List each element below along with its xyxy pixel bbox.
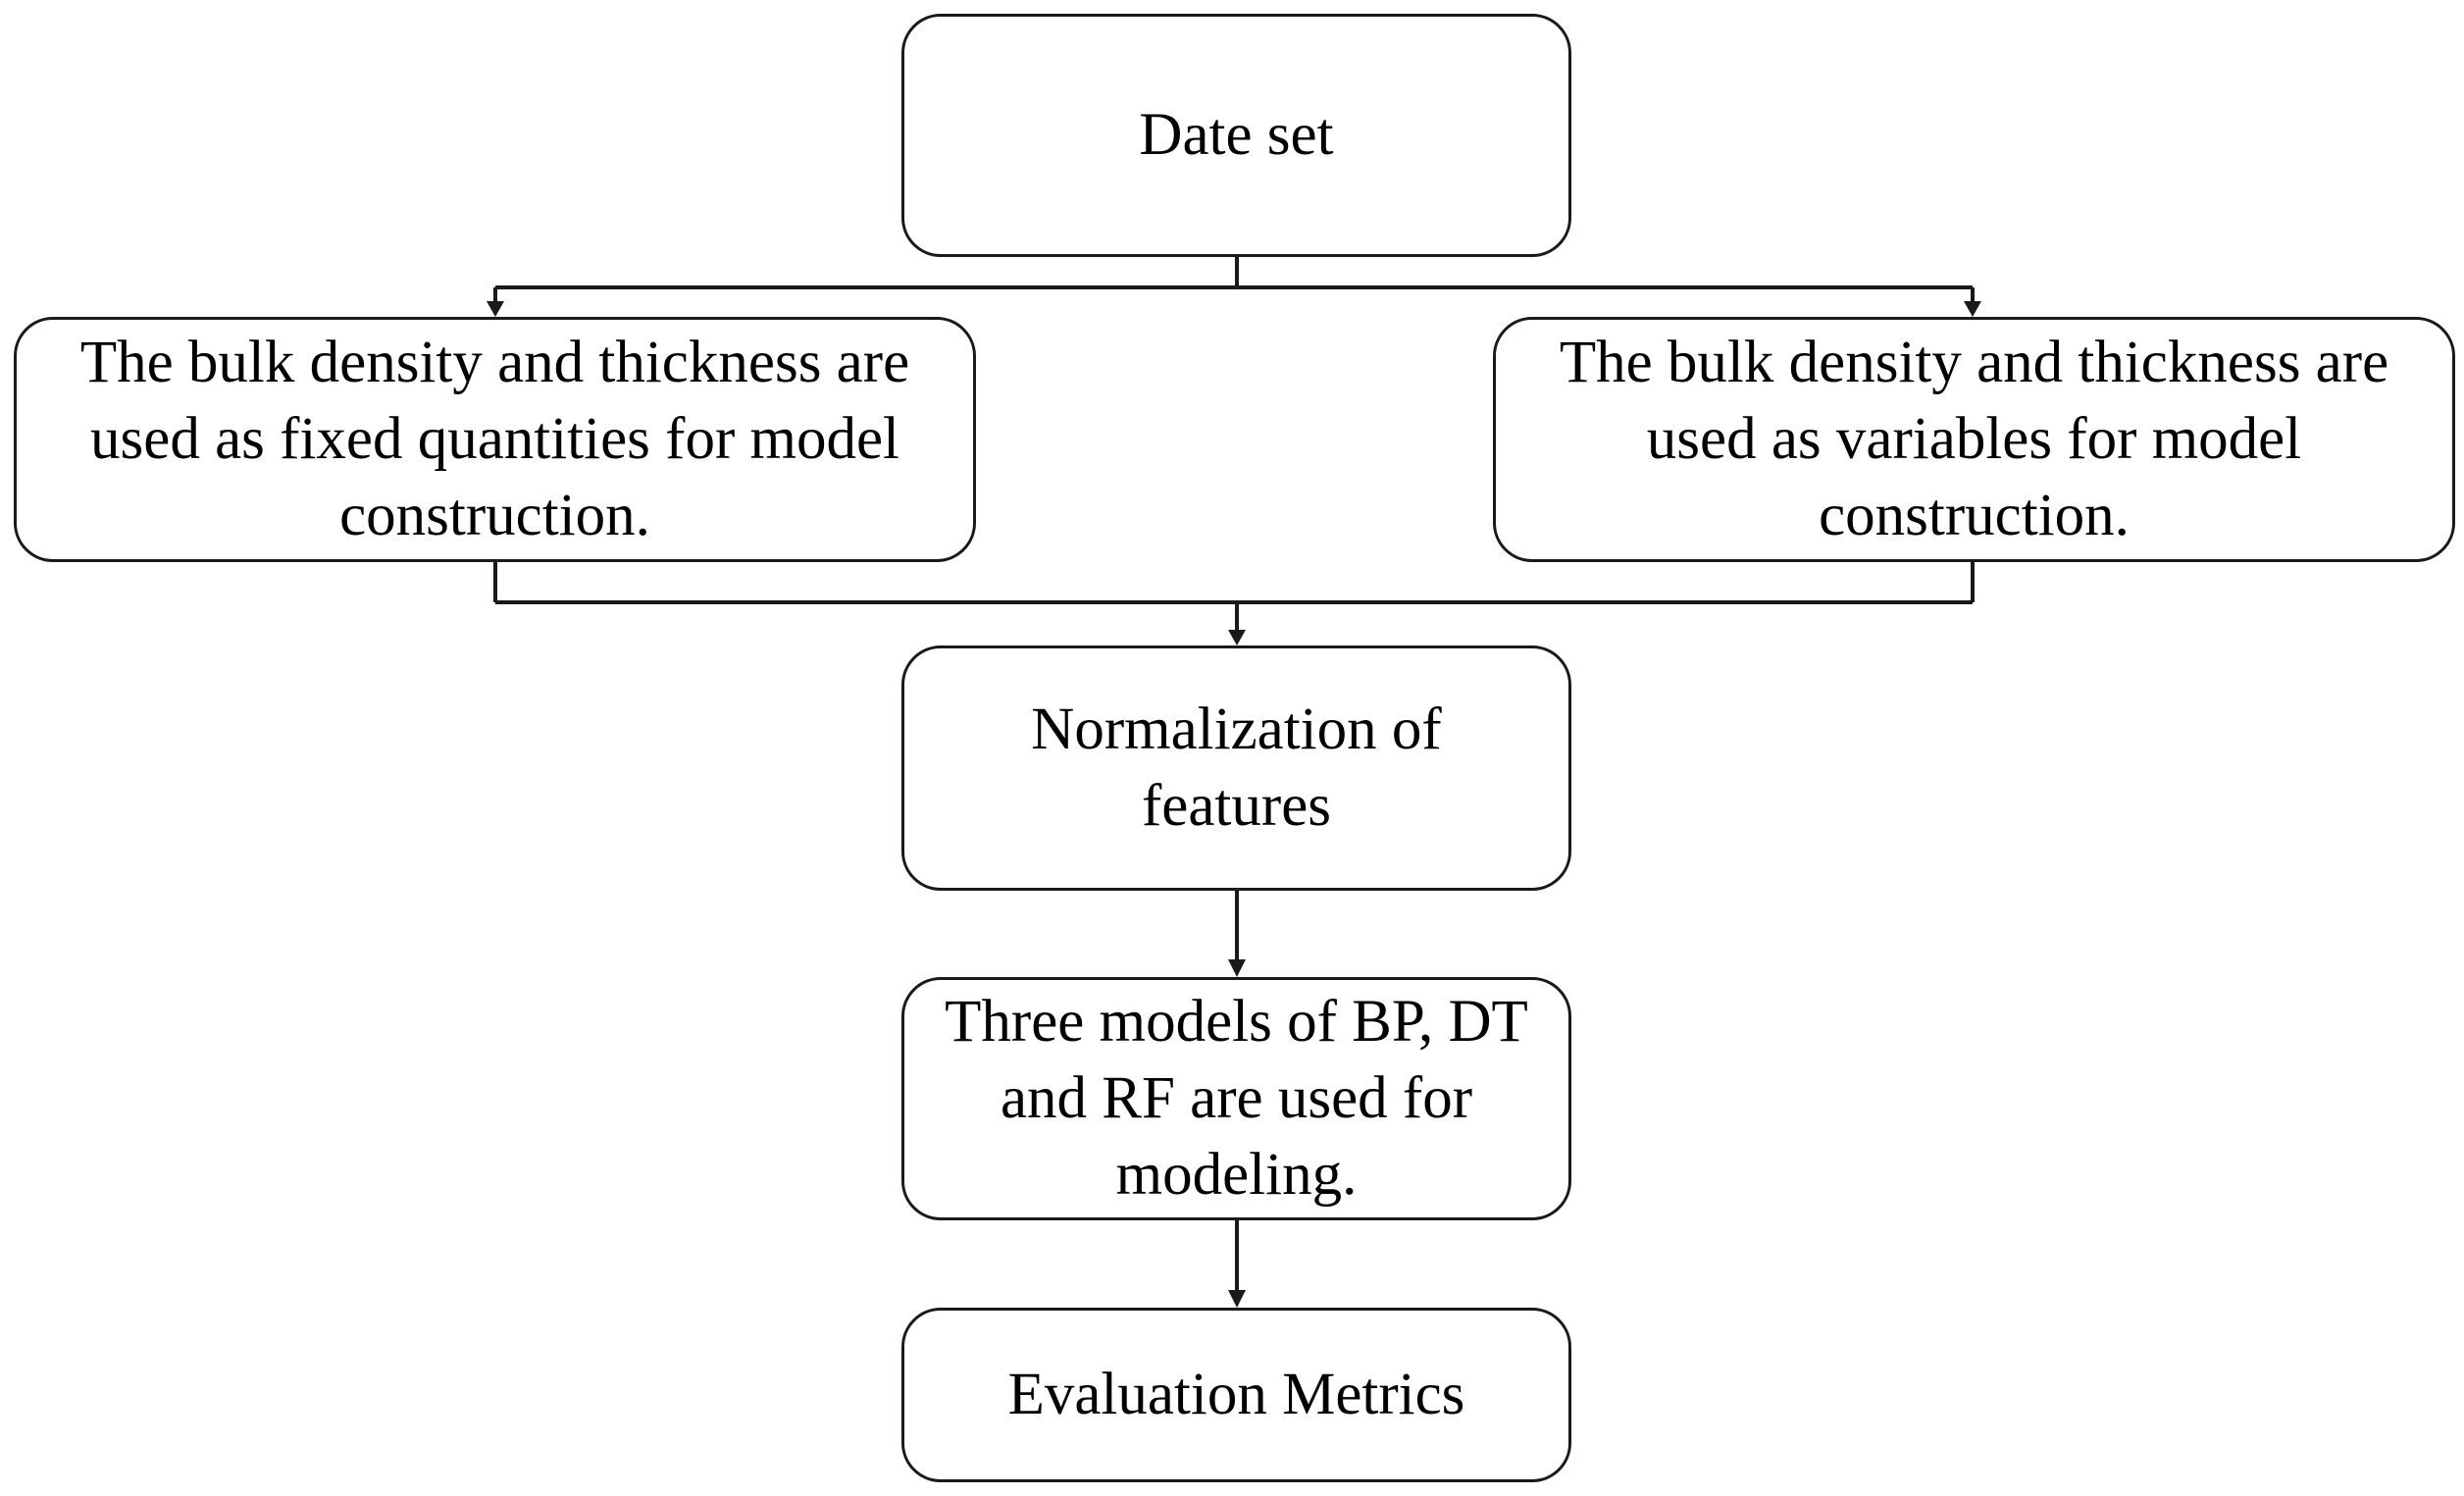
node-normalization-label: Normalization of features — [1031, 696, 1442, 839]
node-models-label: Three models of BP, DT and RF are used f… — [945, 989, 1528, 1208]
node-variables-label: The bulk density and thickness are used … — [1559, 330, 2389, 548]
node-fixed-quantities: The bulk density and thickness are used … — [14, 317, 976, 562]
arrowhead-normalization — [1228, 630, 1246, 645]
arrowhead-fixed — [487, 301, 504, 317]
node-normalization: Normalization of features — [901, 645, 1571, 891]
node-variables: The bulk density and thickness are used … — [1493, 317, 2455, 562]
arrowhead-metrics — [1228, 1290, 1246, 1308]
node-dataset: Date set — [901, 14, 1571, 257]
arrowhead-variable — [1964, 301, 1981, 317]
node-fixed-quantities-label: The bulk density and thickness are used … — [79, 330, 910, 548]
arrowhead-models — [1228, 959, 1246, 977]
node-dataset-label: Date set — [1139, 102, 1334, 168]
node-evaluation-metrics: Evaluation Metrics — [901, 1308, 1571, 1482]
node-evaluation-metrics-label: Evaluation Metrics — [1007, 1362, 1465, 1427]
node-models: Three models of BP, DT and RF are used f… — [901, 977, 1571, 1220]
